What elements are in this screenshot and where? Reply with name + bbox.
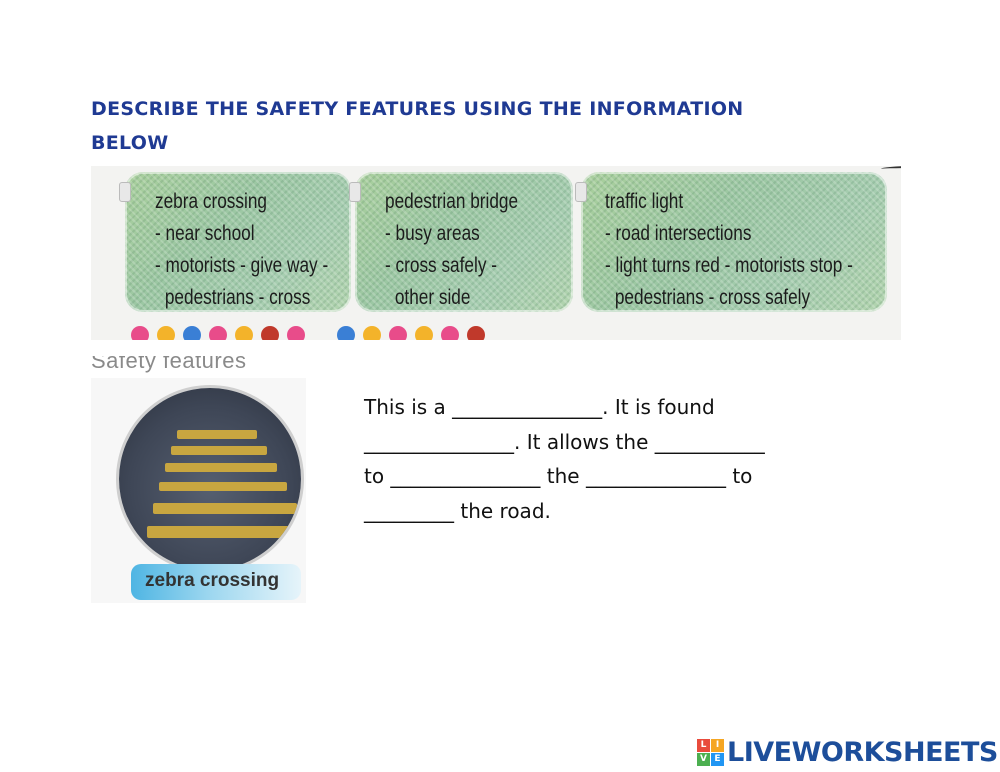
logo-text: LIVEWORKSHEETS	[727, 736, 998, 768]
flower-icon	[209, 326, 227, 340]
info-card-pedestrian-bridge: pedestrian bridge - busy areas - cross s…	[349, 172, 573, 312]
peg-icon	[349, 182, 361, 202]
card-line: - busy areas	[385, 222, 480, 245]
flower-icon	[467, 326, 485, 340]
liveworksheets-logo[interactable]: L I V E LIVEWORKSHEETS	[697, 735, 998, 769]
flower-icon	[261, 326, 279, 340]
info-card-traffic-light: traffic light - road intersections - lig…	[575, 172, 887, 312]
card-line: pedestrians - cross safely	[614, 286, 811, 309]
logo-block: E	[711, 752, 724, 766]
fill-in-line-1: This is a _______________. It is found	[364, 395, 715, 419]
flower-icon	[441, 326, 459, 340]
crossing-stripe	[171, 446, 267, 455]
card-line: - light turns red - motorists stop -	[605, 254, 853, 277]
zebra-crossing-image	[119, 388, 301, 570]
crossing-stripe	[147, 526, 301, 538]
card-line: pedestrians - cross	[164, 286, 311, 309]
flower-icon	[131, 326, 149, 340]
cut-caption: Safety features found	[91, 356, 247, 378]
fill-in-paragraph: This is a _______________. It is found _…	[364, 390, 904, 528]
peg-icon	[575, 182, 587, 202]
card-line: - road intersections	[605, 222, 752, 245]
card-line: - motorists - give way -	[155, 254, 329, 277]
crossing-stripe	[153, 503, 297, 514]
flower-icon	[415, 326, 433, 340]
photo-label-badge: zebra crossing	[131, 564, 301, 600]
fill-in-line-3: to _______________ the ______________ to	[364, 464, 753, 488]
card-title: traffic light	[605, 190, 684, 213]
flower-icon	[287, 326, 305, 340]
logo-block: L	[697, 738, 710, 752]
card-title: pedestrian bridge	[385, 190, 519, 213]
logo-block: I	[711, 738, 724, 752]
logo-blocks-icon: L I V E	[697, 738, 724, 766]
heading-line-1: DESCRIBE THE SAFETY FEATURES USING THE I…	[91, 98, 744, 120]
card-title: zebra crossing	[155, 190, 267, 213]
flower-icon	[157, 326, 175, 340]
card-line: - near school	[155, 222, 255, 245]
card-line: - cross safely -	[385, 254, 497, 277]
info-cards-image: zebra crossing - near school - motorists…	[91, 166, 901, 340]
fill-in-line-4: _________ the road.	[364, 498, 551, 523]
logo-block: V	[697, 752, 710, 766]
decorative-flowers	[131, 322, 491, 340]
flower-icon	[363, 326, 381, 340]
peg-icon	[119, 182, 131, 202]
flower-icon	[389, 326, 407, 340]
worksheet-heading: DESCRIBE THE SAFETY FEATURES USING THE I…	[91, 92, 891, 160]
crossing-stripe	[177, 430, 257, 439]
card-line: other side	[394, 286, 471, 309]
crossing-stripe	[159, 482, 287, 491]
flower-icon	[183, 326, 201, 340]
flower-icon	[235, 326, 253, 340]
flower-icon	[337, 326, 355, 340]
info-card-zebra-crossing: zebra crossing - near school - motorists…	[119, 172, 351, 312]
zebra-crossing-photo: zebra crossing	[91, 378, 306, 603]
crossing-stripe	[165, 463, 277, 472]
heading-line-2: BELOW	[91, 132, 169, 154]
photo-label: zebra crossing	[145, 570, 280, 591]
fill-in-line-2: _______________. It allows the _________…	[364, 429, 765, 454]
decorative-line	[881, 166, 901, 173]
